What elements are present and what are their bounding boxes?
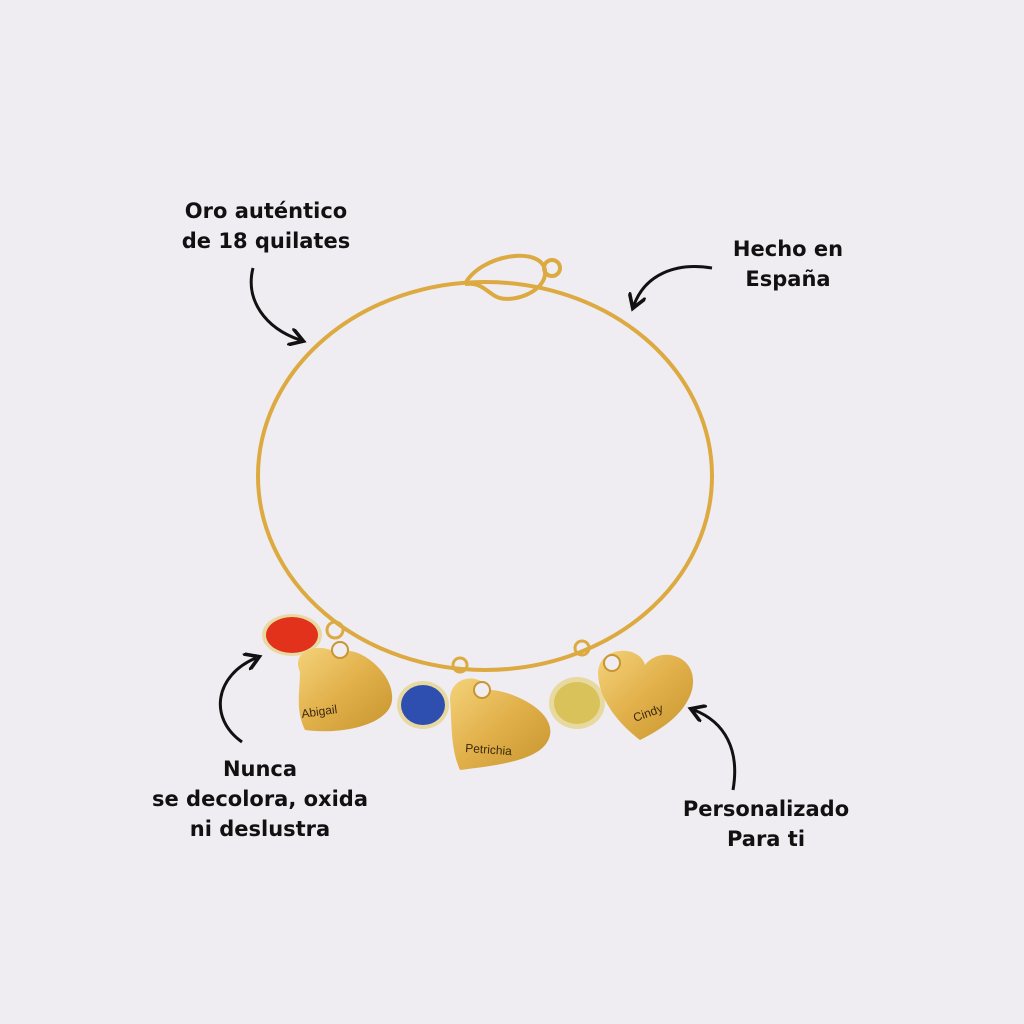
charm-red-gem [262,614,345,656]
callout-gold-line-1: Oro auténtico [184,199,348,223]
callout-personalized-line-1: Personalizado [682,797,850,821]
arrow-made-in-icon [634,265,713,305]
callout-made-in-line-2: España [745,267,831,291]
callout-personalized: Personalizado Para ti [656,794,876,854]
callout-made-in-line-1: Hecho en [732,237,844,261]
charm-yellow-gem [549,639,605,729]
callout-durability: Nunca se decolora, oxida ni deslustra [140,754,380,844]
callout-durability-line-1: Nunca [222,757,298,781]
callout-personalized-line-2: Para ti [726,827,806,851]
callout-gold: Oro auténtico de 18 quilates [156,196,376,256]
callout-made-in: Hecho en España [698,234,878,294]
clasp-loop [463,253,562,301]
charm-heart-cindy: Cindy [598,650,694,740]
arrow-personalized-icon [694,710,737,791]
bangle [256,280,714,672]
callout-durability-line-3: ni deslustra [189,817,331,841]
charm-heart-abigail: Abigail [298,641,393,732]
arrow-gold-icon [249,267,300,340]
callout-gold-line-2: de 18 quilates [181,229,351,253]
charm-heart-petrichia: Petrichia [450,678,551,770]
engraving-abigail: Abigail [300,702,338,721]
charm-blue-gem [397,656,469,729]
engraving-petrichia: Petrichia [465,741,513,758]
arrow-durability-icon [218,658,256,744]
callout-durability-line-2: se decolora, oxida [151,787,369,811]
